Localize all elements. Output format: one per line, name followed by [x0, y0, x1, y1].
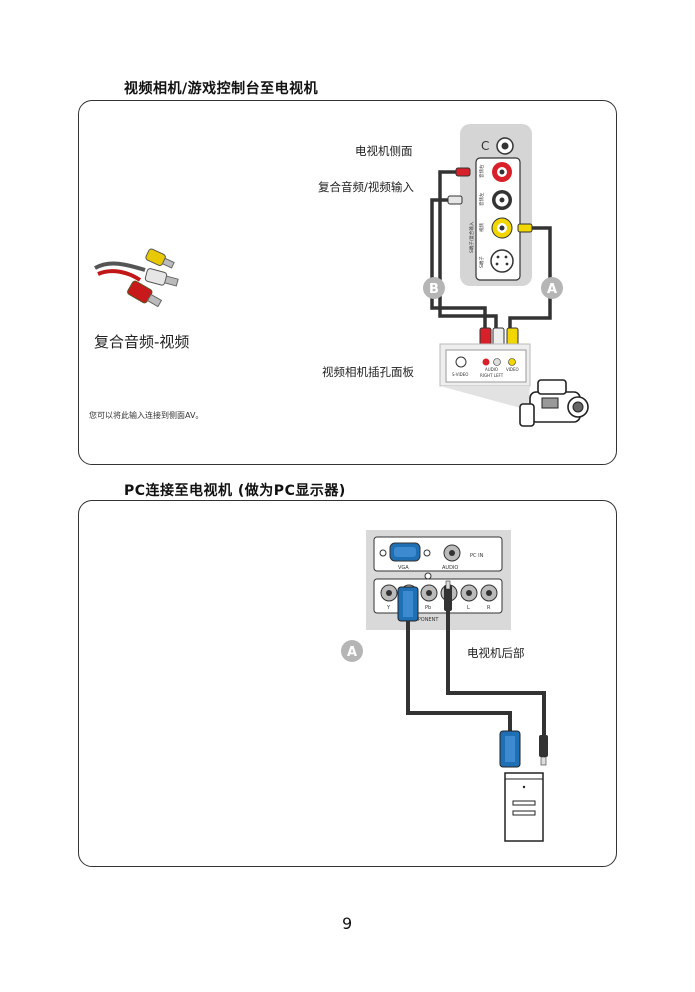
pc-tower-icon [504, 772, 544, 842]
svg-text:RIGHT LEFT: RIGHT LEFT [480, 373, 504, 378]
label-camcorder-panel: 视频相机插孔面板 [322, 365, 414, 379]
svg-text:Pb: Pb [425, 605, 431, 611]
cable-label: 复合音频-视频 [94, 333, 190, 351]
svg-text:C: C [481, 139, 489, 153]
svg-text:VGA: VGA [398, 565, 409, 571]
callout-a: A [547, 282, 557, 297]
camcorder-icon [519, 379, 589, 427]
svg-text:COMPONENT: COMPONENT [406, 617, 439, 623]
label-tv-side: 电视机侧面 [355, 144, 413, 158]
callout-b: B [429, 282, 439, 297]
svg-text:Y: Y [386, 605, 391, 611]
svg-text:AUDIO: AUDIO [442, 565, 458, 571]
svg-text:S端子/复合输入: S端子/复合输入 [468, 221, 475, 253]
svg-text:AUDIO: AUDIO [485, 367, 498, 372]
note-text: 您可以将此输入连接到侧面AV。 [89, 411, 204, 420]
page-number: 9 [342, 914, 353, 933]
svg-text:VIDEO: VIDEO [506, 367, 519, 372]
svg-text:音频右: 音频右 [478, 164, 485, 178]
svg-text:S-VIDEO: S-VIDEO [452, 372, 468, 377]
svg-text:音频左: 音频左 [478, 192, 485, 206]
svg-text:视频: 视频 [478, 223, 485, 232]
section2-diagram: VGA AUDIO PC IN Y Pb Pr L R COMPONENT A [341, 530, 548, 842]
svg-text:S端子: S端子 [478, 256, 485, 268]
section1-diagram: C 音频右 音频左 视频 S端子 S端子/复合输入 B A S-VIDEO AU… [423, 124, 589, 427]
svg-text:L: L [467, 605, 470, 611]
section1-title: 视频相机/游戏控制台至电视机 [124, 81, 319, 97]
label-composite-input: 复合音频/视频输入 [318, 180, 414, 194]
svg-text:R: R [487, 605, 491, 611]
label-tv-back: 电视机后部 [467, 646, 525, 660]
section2-title: PC连接至电视机 (做为PC显示器) [124, 483, 346, 499]
rca-cable-illustration [94, 248, 179, 308]
callout-a2: A [347, 645, 357, 660]
svg-text:PC IN: PC IN [470, 553, 484, 559]
